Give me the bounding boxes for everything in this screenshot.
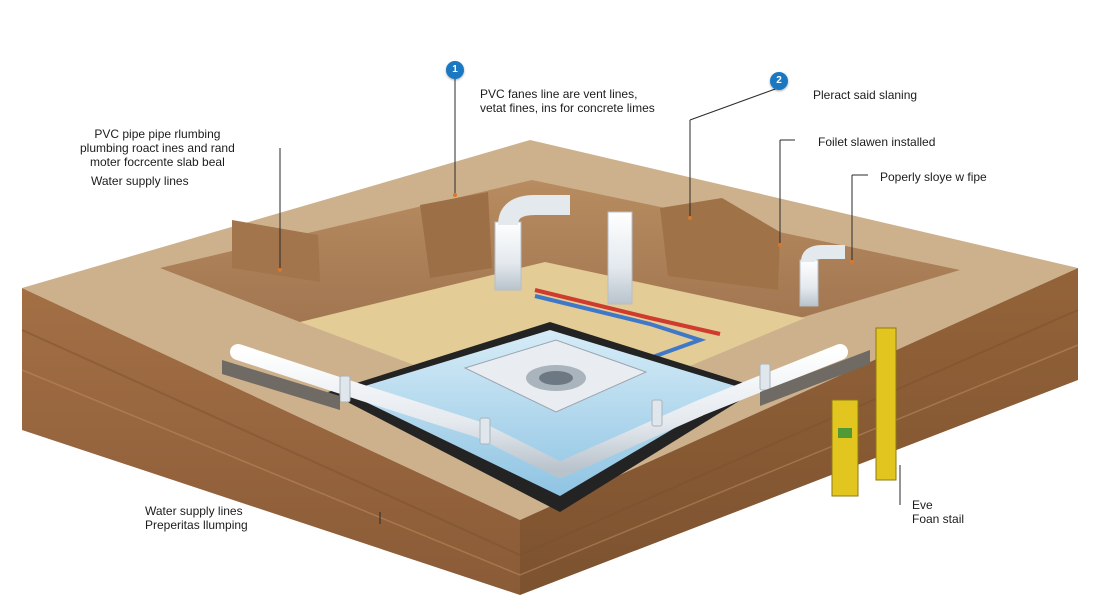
label-pvc-pipe-plumbing: PVC pipe pipe rlumbing plumbing roact in… [80, 127, 235, 169]
pipe-coupling [339, 375, 351, 403]
label-line: Foan stail [912, 512, 965, 526]
leader-dot [688, 216, 692, 220]
label-line: plumbing roact ines and rand [80, 141, 235, 155]
label-foam-stail: Eve Foan stail [912, 498, 964, 526]
perimeter-pipe-right [552, 344, 848, 478]
excavation-inner-walls [160, 180, 960, 330]
leader-line [689, 87, 779, 121]
drain-basin [328, 322, 760, 512]
label-line: Preperitas llumping [145, 518, 248, 532]
label-line: PVC pipe pipe rlumbing [94, 127, 221, 141]
stub-out-elbow [801, 245, 845, 263]
perimeter-pipe-left [230, 344, 568, 478]
label-line: Eve [912, 498, 933, 512]
toilet-flange-riser [607, 211, 633, 305]
label-pleract: Pleract said slaning [813, 88, 918, 102]
soil-front-right-face [520, 268, 1078, 595]
callout-badge-2: 2 [770, 72, 788, 90]
concrete-curbs [222, 350, 870, 410]
leader-dot [850, 260, 854, 264]
vent-pipes [494, 195, 845, 307]
label-water-supply-lower: Water supply lines Preperitas llumping [145, 504, 248, 532]
label-line: vetat fines, ins for concrete limes [480, 101, 655, 115]
hot-supply-line [534, 288, 721, 336]
level-vial [838, 428, 852, 438]
leader-dot [278, 268, 282, 272]
label-poperly-sloped: Poperly sloye w fipe [880, 170, 987, 184]
label-line: Water supply lines [145, 504, 243, 518]
supply-lines [534, 288, 721, 360]
drain-pipes [230, 344, 848, 478]
level-tools [831, 327, 897, 497]
soil-front-left-face [22, 288, 520, 595]
spirit-level-tall [875, 327, 897, 481]
leader-dot [453, 193, 457, 197]
spirit-level-short [831, 399, 859, 497]
leader-dot [778, 243, 782, 247]
curb-right [760, 350, 870, 406]
callout-badge-1: 1 [446, 61, 464, 79]
pipe-coupling [651, 399, 663, 427]
soil-step-mid [420, 192, 492, 278]
vent-elbow [498, 195, 570, 226]
cold-supply-line [534, 294, 707, 360]
label-line: PVC fanes line are vent lines, [480, 87, 638, 101]
pipe-coupling [479, 417, 491, 445]
vent-riser [494, 221, 522, 291]
callout-leaders [278, 78, 901, 524]
label-foilet-installed: Foilet slawen installed [818, 135, 936, 149]
label-water-supply-upper: Water supply lines [91, 174, 189, 188]
curb-left [222, 360, 340, 410]
label-pvc-vent-lines: PVC fanes line are vent lines, vetat fin… [480, 87, 655, 115]
pipe-coupling [759, 363, 771, 391]
label-line: moter focrcente slab beal [90, 155, 225, 169]
soil-step-right [660, 198, 780, 290]
stub-out-pipe [799, 259, 819, 307]
drain-opening-inner [539, 371, 573, 385]
soil-step-left [232, 220, 320, 282]
